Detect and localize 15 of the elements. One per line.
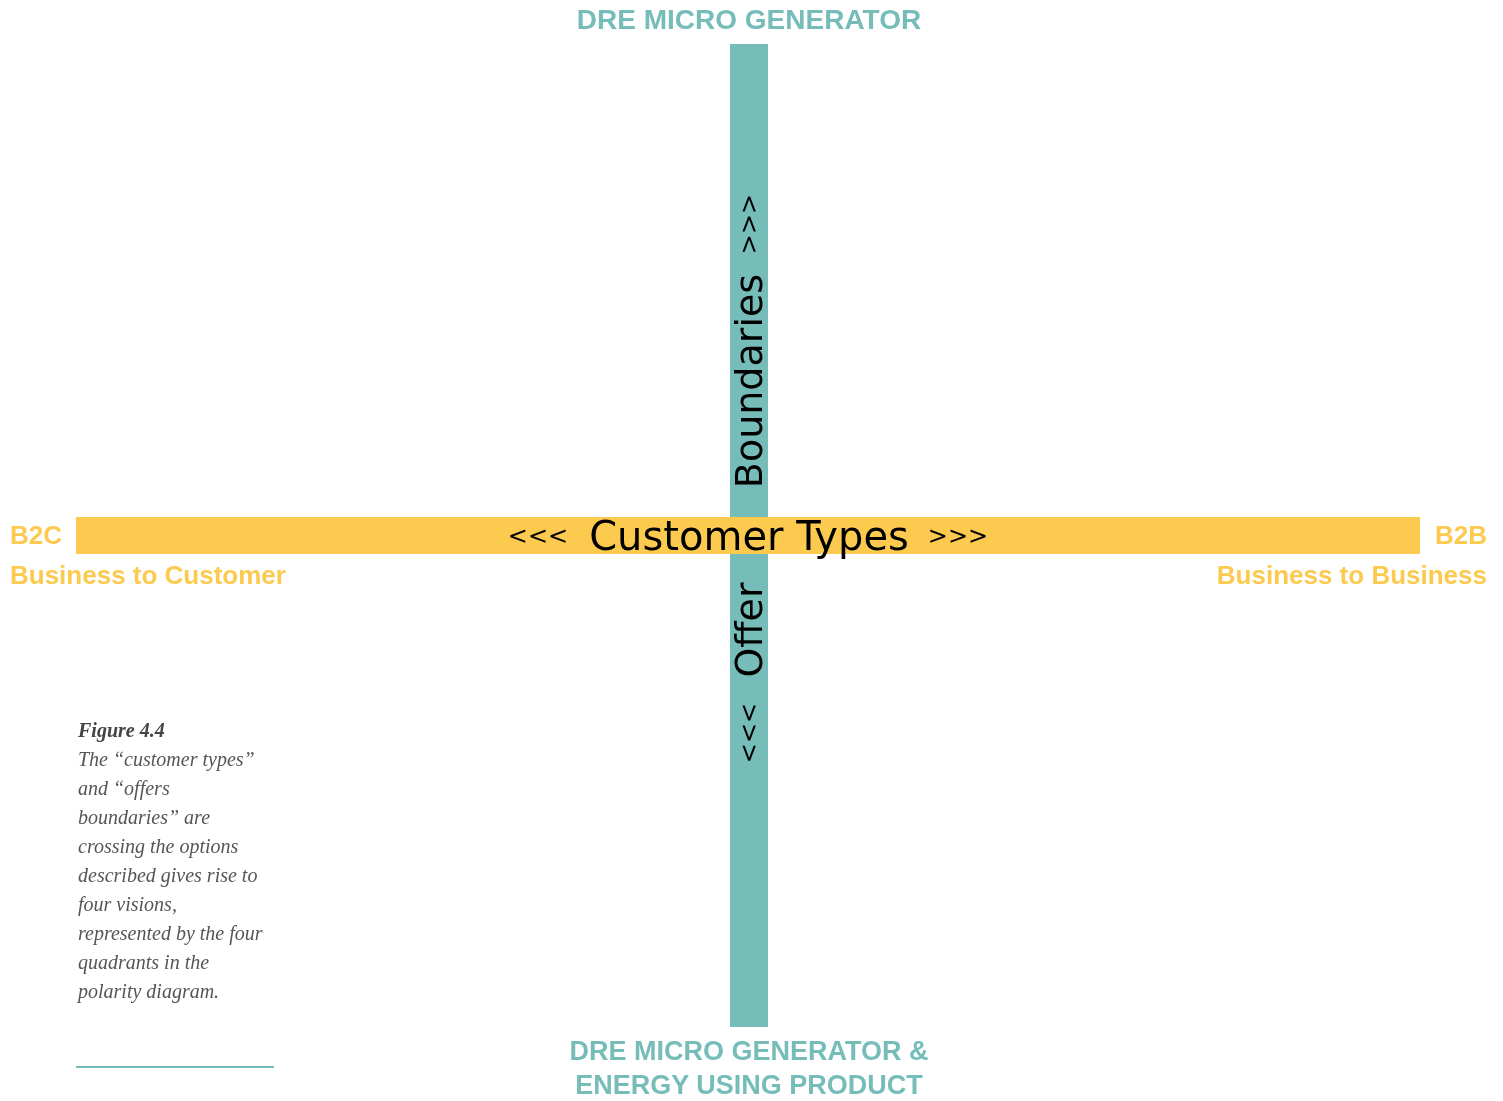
axis-end-label: Business to Customer [10,560,286,591]
axis-end-label: Business to Business [1216,560,1487,591]
direction-chevrons: <<< [737,702,761,764]
vertical-axis-bar [730,553,768,1027]
direction-chevrons: >>> [927,523,989,548]
vertical-axis-bar [730,44,768,518]
axis-end-label: B2C [10,520,62,551]
figure-caption: Figure 4.4 The “customer types” and “offers boundaries” are crossing the options described gives rise to four visions, represented by the four quadrants in the polarity diagram. [78,718,264,1005]
axis-end-label: DRE MICRO GENERATOR [576,4,922,36]
axis-end-label: DRE MICRO GENERATOR & ENERGY USING PRODUCT [568,1035,930,1101]
direction-chevrons: >>> [737,193,761,255]
axis-end-label: B2B [1435,520,1487,551]
axis-label: Offer [730,582,768,678]
axis-label: Boundaries [730,273,768,489]
direction-chevrons: <<< [507,523,569,548]
